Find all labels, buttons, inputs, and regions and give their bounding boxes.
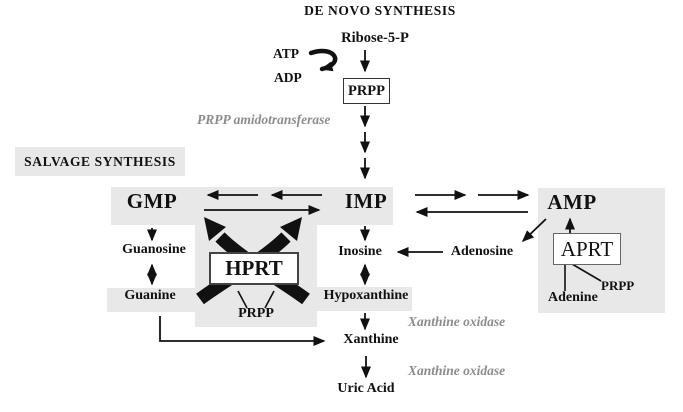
- panel-hypoxanthine: [316, 287, 412, 311]
- arrows-imp-amp: [415, 190, 530, 217]
- hprt-box: HPRT: [209, 252, 299, 285]
- prpp-box: PRPP: [343, 78, 390, 104]
- label-gmp: GMP: [126, 189, 178, 213]
- arrow-amp-to-adenosine: [521, 218, 547, 243]
- label-xanthine-oxidase-1: Xanthine oxidase: [408, 314, 506, 329]
- label-ribose-5-p: Ribose-5-P: [341, 30, 409, 46]
- label-xanthine: Xanthine: [343, 332, 399, 347]
- label-guanine: Guanine: [124, 288, 176, 303]
- label-amp: AMP: [547, 190, 597, 214]
- label-prpp-aprt: PRPP: [601, 278, 635, 293]
- label-guanosine: Guanosine: [122, 242, 186, 257]
- de-novo-title: DE NOVO SYNTHESIS: [304, 3, 456, 18]
- arrows-gmp-imp: [204, 190, 322, 215]
- arrow-guanine-to-xanthine: [159, 316, 326, 346]
- label-imp: IMP: [344, 189, 388, 213]
- line-prpp-to-aprt: [571, 263, 602, 282]
- panel-guanine: [107, 288, 199, 312]
- label-adp: ADP: [274, 70, 302, 85]
- label-hypoxanthine: Hypoxanthine: [323, 288, 409, 303]
- label-inosine: Inosine: [338, 244, 382, 259]
- salvage-title: SALVAGE SYNTHESIS: [24, 153, 176, 169]
- label-prpp-hprt: PRPP: [238, 306, 274, 321]
- label-adenine: Adenine: [548, 290, 598, 305]
- label-adenosine: Adenosine: [450, 244, 514, 259]
- label-atp: ATP: [273, 46, 299, 61]
- lines-prpp-to-hprt: [237, 290, 275, 309]
- label-prpp-amidotransferase: PRPP amidotransferase: [197, 112, 331, 127]
- label-xanthine-oxidase-2: Xanthine oxidase: [408, 363, 506, 378]
- salvage-title-box: SALVAGE SYNTHESIS: [15, 147, 185, 176]
- aprt-box: APRT: [553, 233, 621, 265]
- label-uric-acid: Uric Acid: [337, 381, 395, 396]
- arrow-atp-adp-cycle: [308, 48, 338, 72]
